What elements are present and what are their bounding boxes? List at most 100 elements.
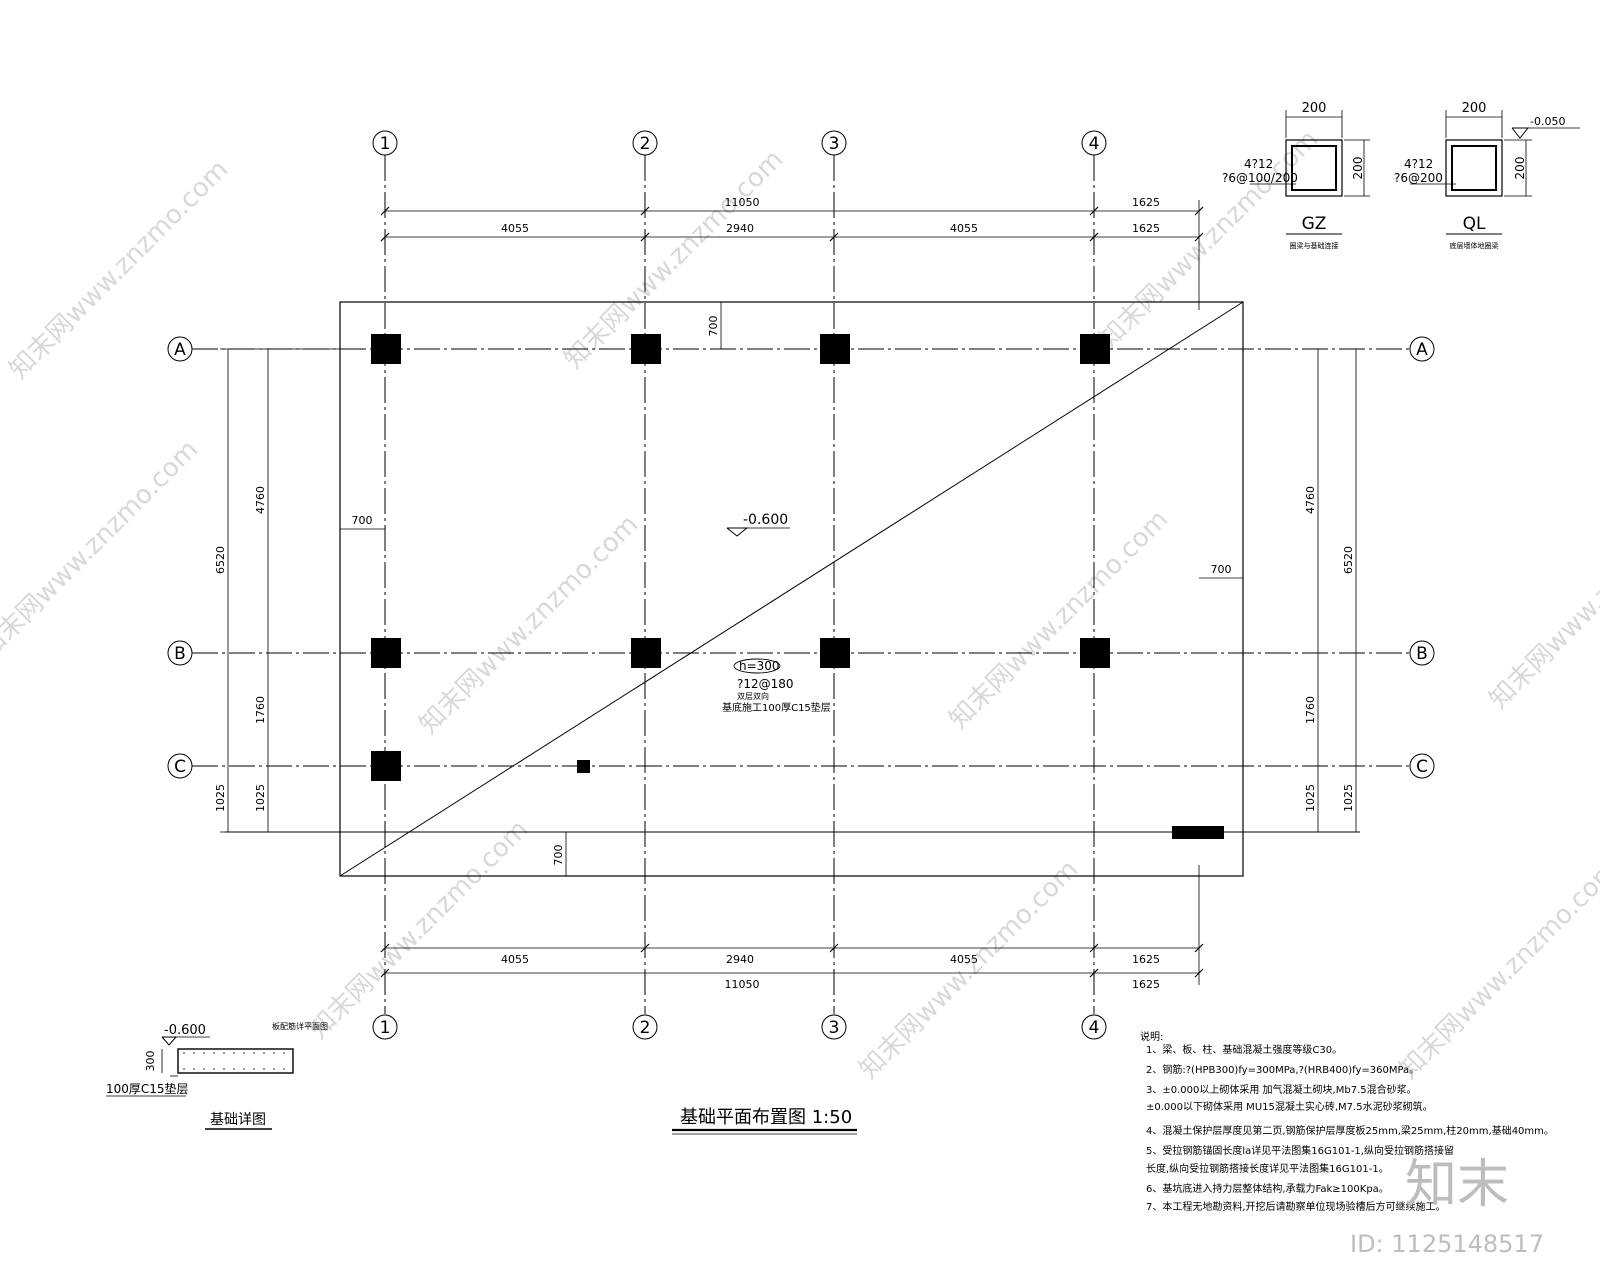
- ql-elevation-marker: [1511, 127, 1530, 139]
- gz-title: GZ: [1302, 214, 1327, 234]
- dim-offset-top: 700: [707, 316, 720, 337]
- axis-label-1-top: 1: [380, 134, 391, 154]
- axis-label-3-top: 3: [829, 134, 840, 154]
- slab-annotation: -0.600 h=300 ?12@180 双层双向 基底施工100厚C15垫层: [722, 512, 831, 714]
- axis-label-3-bottom: 3: [829, 1018, 840, 1038]
- watermark-8: 知末网www.znzmo.com: [304, 814, 535, 1045]
- column-c1: [371, 751, 401, 781]
- watermark-9: 知末网www.znzmo.com: [854, 854, 1085, 1085]
- dimension-text-sides: 6520 4760 1760 1025 1025 4760 6520 1760 …: [214, 316, 1355, 866]
- dim-bottom-span-4: 1625: [1132, 953, 1160, 966]
- dim-left-bc: 1760: [254, 696, 267, 724]
- gz-stirrups: ?6@100/200: [1222, 171, 1298, 185]
- dim-left-ab: 4760: [254, 486, 267, 514]
- foundation-detail: 板配筋详平面图 -0.600 300 100厚C15垫层 基础详图: [106, 1021, 328, 1130]
- detail-elevation-marker: [161, 1036, 178, 1046]
- dim-offset-right: 700: [1211, 563, 1232, 576]
- dim-bottom-span-3: 4055: [950, 953, 978, 966]
- dim-top-total: 11050: [725, 196, 760, 209]
- axis-label-4-top: 4: [1089, 134, 1100, 154]
- watermark-5: 知末网www.znzmo.com: [414, 509, 645, 740]
- notes-item-5b: 长度,纵向受拉钢筋搭接长度详见平法图集16G101-1。: [1146, 1162, 1389, 1175]
- axis-bubble-2-top: [632, 130, 658, 156]
- column-a4: [1080, 334, 1110, 364]
- axis-bubble-2-bottom: [632, 1014, 658, 1040]
- detail-slab: [177, 1048, 294, 1074]
- thickness-marker: [733, 658, 781, 674]
- brand-logo: 知末: [1405, 1155, 1509, 1215]
- notes-item-5: 5、受拉钢筋锚固长度la详见平法图集16G101-1,纵向受拉钢筋搭接留: [1146, 1144, 1454, 1157]
- columns: [371, 334, 1224, 839]
- axis-bubble-3-bottom: [821, 1014, 847, 1040]
- axis-bubble-4-top: [1081, 130, 1107, 156]
- dim-right-ab: 4760: [1304, 486, 1317, 514]
- axis-bubble-1-top: [372, 130, 398, 156]
- slab-outline: [339, 301, 1244, 877]
- dimension-text-top: 11050 1625 4055 2940 4055 1625: [501, 196, 1160, 235]
- axis-bubble-b-left: [167, 640, 193, 666]
- dim-top-total-right: 1625: [1132, 196, 1160, 209]
- design-notes: 说明: 1、梁、板、柱、基础混凝土强度等级C30。 2、钢筋:?(HPB300)…: [1140, 1030, 1554, 1213]
- axis-bubbles-top: [167, 130, 1435, 1040]
- gz-stirrup: [1291, 145, 1337, 191]
- watermark-layer: 知末网www.znzmo.com 知末网www.znzmo.com 知末网www…: [0, 124, 1600, 1085]
- column-b1: [371, 638, 401, 668]
- notes-item-6: 6、基坑底进入持力层整体结构,承载力Fak≥100Kpa。: [1146, 1182, 1389, 1195]
- axis-bubble-a-right: [1409, 336, 1435, 362]
- notes-item-3: 3、±0.000以上砌体采用 加气混凝土砌块,Mb7.5混合砂浆。: [1146, 1083, 1417, 1096]
- dim-offset-left: 700: [352, 514, 373, 527]
- ql-elevation: -0.050: [1530, 115, 1565, 128]
- notes-header: 说明:: [1140, 1030, 1163, 1043]
- slab-rebar-note: 双层双向: [737, 691, 769, 701]
- axis-label-4-bottom: 4: [1089, 1018, 1100, 1038]
- dim-right-cd-1: 1025: [1304, 784, 1317, 812]
- dim-right-outer: 6520: [1342, 546, 1355, 574]
- axis-bubble-3-top: [821, 130, 847, 156]
- axis-bubble-c-right: [1409, 753, 1435, 779]
- column-a3: [820, 334, 850, 364]
- brand-id: ID: 1125148517: [1350, 1230, 1544, 1258]
- dim-bottom-total: 11050: [725, 978, 760, 991]
- axis-bubble-a-left: [167, 336, 193, 362]
- axis-label-c-left: C: [174, 757, 186, 777]
- notes-item-1: 1、梁、板、柱、基础混凝土强度等级C30。: [1146, 1043, 1342, 1056]
- slab-rebar: ?12@180: [737, 677, 794, 691]
- axis-label-a-right: A: [1416, 340, 1428, 360]
- detail-thickness: 300: [144, 1051, 157, 1072]
- dim-left-outer: 6520: [214, 546, 227, 574]
- axis-bubble-4-bottom: [1081, 1014, 1107, 1040]
- dim-bottom-span-1: 4055: [501, 953, 529, 966]
- notes-item-2: 2、钢筋:?(HPB300)fy=300MPa,?(HRB400)fy=360M…: [1146, 1063, 1419, 1076]
- column-a1: [371, 334, 401, 364]
- watermark-3: 知末网www.znzmo.com: [1094, 124, 1325, 355]
- notes-item-4: 4、混凝土保护层厚度见第二页,钢筋保护层厚度板25mm,梁25mm,柱20mm,…: [1146, 1124, 1554, 1137]
- dim-bottom-span-2: 2940: [726, 953, 754, 966]
- axis-label-2-top: 2: [640, 134, 651, 154]
- notes-item-7: 7、本工程无地勘资料,开挖后请勘察单位现场验槽后方可继续施工。: [1146, 1200, 1446, 1213]
- ql-outline: [1445, 139, 1503, 197]
- dim-offset-bottom: 700: [552, 845, 565, 866]
- grid-lines: [192, 155, 1410, 1014]
- gz-outline: [1285, 139, 1343, 197]
- gz-main-bars: 4?12: [1244, 157, 1273, 171]
- gz-subtitle: 圈梁与基础连接: [1290, 241, 1339, 250]
- dimension-ticks: [380, 206, 1204, 978]
- dim-top-span-4: 1625: [1132, 222, 1160, 235]
- dim-top-span-2: 2940: [726, 222, 754, 235]
- axis-label-c-right: C: [1416, 757, 1428, 777]
- dim-right-cd-2: 1025: [1342, 784, 1355, 812]
- drawing-title-block: 基础平面布置图 1:50: [672, 1107, 857, 1135]
- gz-section: 200 200 4?12 ?6@100/200 GZ 圈梁与基础连接: [1222, 101, 1370, 250]
- dim-top-span-1: 4055: [501, 222, 529, 235]
- dimension-lines: [220, 200, 1357, 985]
- dimension-text-bottom: 4055 2940 4055 1625 11050 1625: [501, 953, 1160, 991]
- axis-label-1-bottom: 1: [380, 1018, 391, 1038]
- column-small: [577, 760, 590, 773]
- brand-mark: 知末 ID: 1125148517: [1350, 1155, 1544, 1258]
- watermark-2: 知末网www.znzmo.com: [559, 144, 790, 375]
- axis-label-b-left: B: [174, 644, 186, 664]
- ql-section: -0.050 200 200 4?12 ?6@200 QL 底层墙体地圈梁: [1394, 101, 1580, 250]
- column-b4: [1080, 638, 1110, 668]
- slab-cushion: 基底施工100厚C15垫层: [722, 701, 831, 714]
